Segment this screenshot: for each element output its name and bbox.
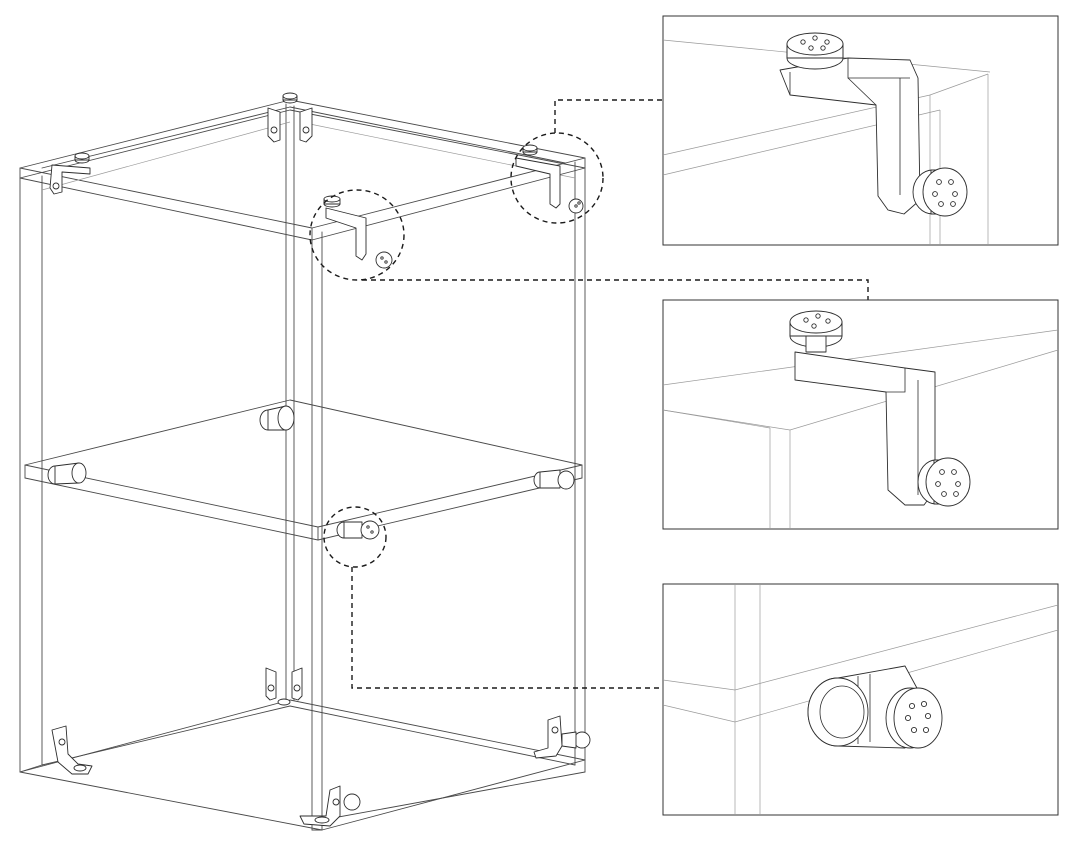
l-bracket-connector-icon	[789, 310, 971, 507]
cabinet-carcass-icon	[19, 99, 586, 831]
callout-leaders	[309, 99, 869, 689]
l-bracket-connector-icon	[779, 32, 968, 217]
l-bracket-connector-icon	[49, 92, 591, 827]
shelf-icon	[24, 399, 583, 541]
detail-view-1	[662, 15, 1059, 246]
shelf-pin-connector-icon	[807, 665, 943, 749]
shelf-pin-connector-icon	[47, 405, 575, 540]
detail-view-3	[662, 583, 1059, 816]
detail-view-2	[662, 299, 1059, 530]
